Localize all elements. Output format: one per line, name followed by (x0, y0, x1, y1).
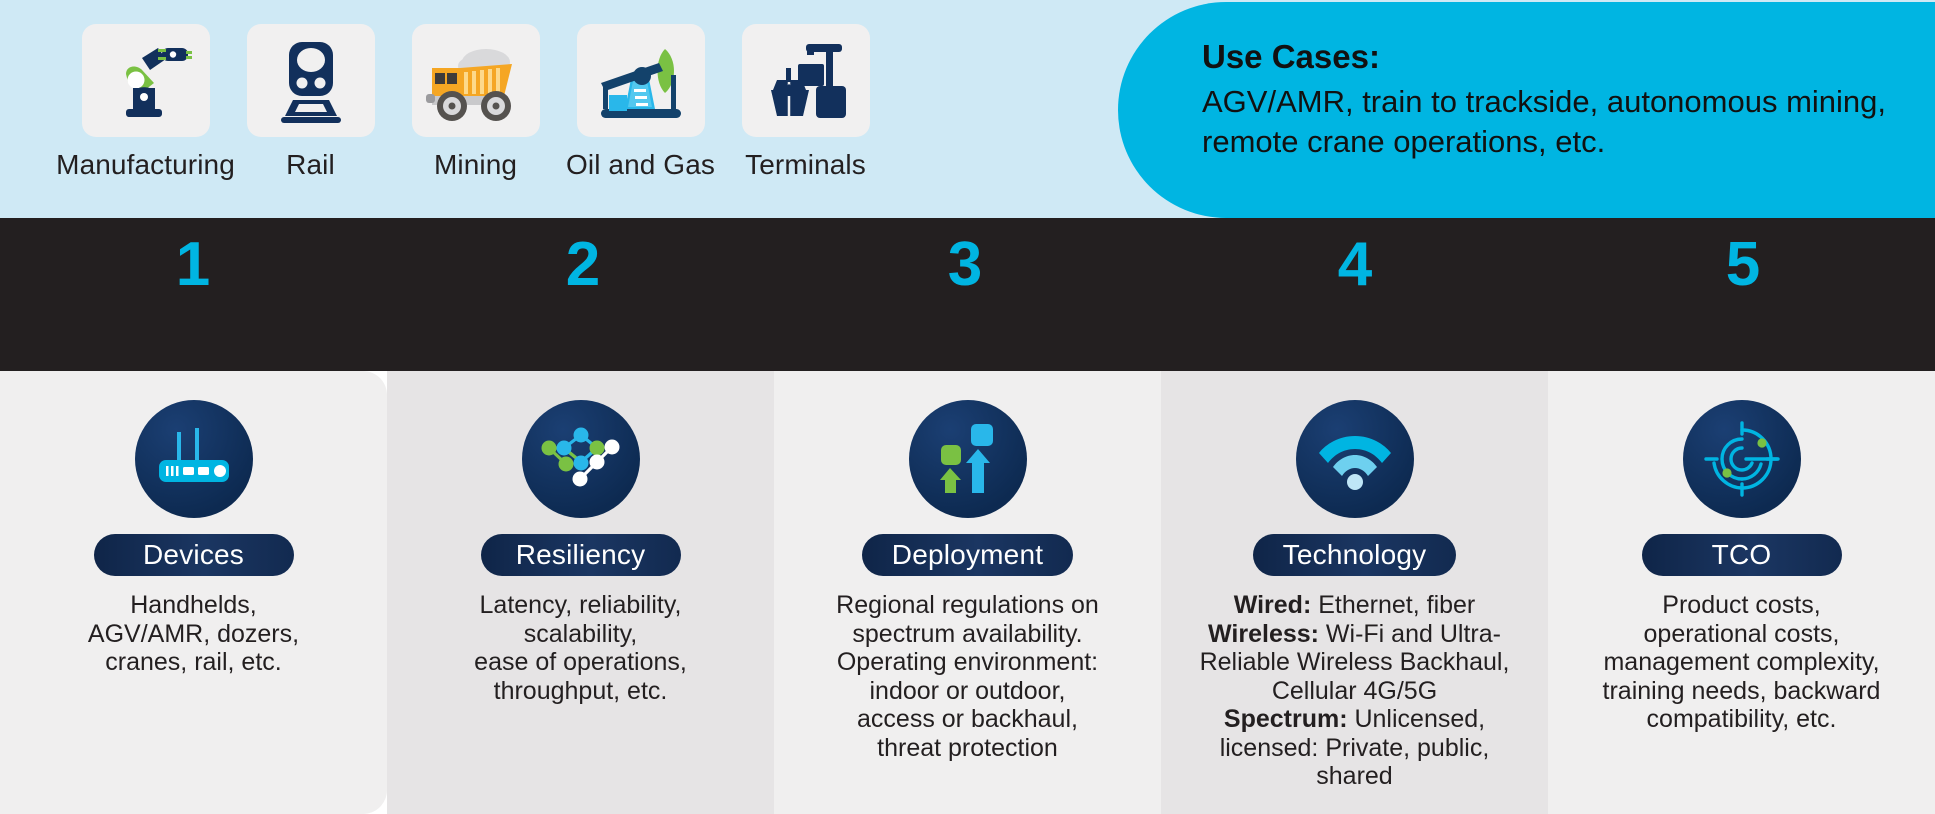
industry-icon-tile (246, 24, 375, 137)
card-title: Deployment (891, 539, 1044, 570)
step-number-band: 1 2 3 4 5 (0, 218, 1935, 371)
card-technology[interactable]: Technology Wired: Ethernet, fiber Wirele… (1161, 371, 1548, 814)
robot-arm-icon (125, 47, 192, 117)
card-title-pill: Resiliency (480, 534, 681, 576)
step-number-3: 3 (947, 230, 983, 299)
industry-icon-tile (741, 24, 870, 137)
desc-line: scalability, (523, 619, 638, 648)
desc-line: threat protection (877, 733, 1058, 762)
desc-text: Wi-Fi and Ultra-Reliable Wireless Backha… (1199, 619, 1510, 705)
industry-list: Manufacturing Rail (0, 0, 886, 218)
desc-line: Handhelds, (130, 591, 257, 619)
desc-line-wired: Wired: Ethernet, fiber (1190, 591, 1520, 620)
card-icon-circle (908, 400, 1027, 518)
desc-line-spectrum: Spectrum: Unlicensed, licensed: Private,… (1190, 705, 1520, 791)
card-description: Product costs, operational costs, manage… (1562, 591, 1922, 734)
desc-line: Operating environment: (836, 648, 1099, 676)
industry-item-oil-and-gas[interactable]: Oil and Gas (560, 0, 721, 181)
use-cases-panel: Use Cases: AGV/AMR, train to trackside, … (1118, 2, 1935, 218)
router-icon (158, 428, 229, 482)
industry-item-mining[interactable]: Mining (395, 0, 556, 181)
card-icon-circle (1295, 400, 1414, 518)
card-title: Technology (1282, 539, 1427, 570)
card-title-pill: Technology (1252, 534, 1457, 576)
card-description: Latency, reliability, scalability, ease … (416, 591, 746, 705)
step-number-1: 1 (175, 230, 211, 299)
desc-text: Unlicensed, licensed: Private, public, s… (1219, 705, 1490, 790)
card-title: TCO (1711, 539, 1772, 570)
port-crane-ship-icon (770, 43, 846, 118)
pillar-cards: Devices Handhelds, AGV/AMR, dozers, cran… (0, 371, 1935, 814)
train-icon (280, 41, 341, 123)
desc-text: Ethernet, fiber (1311, 591, 1476, 619)
card-icon-circle (521, 400, 640, 518)
industry-label: Mining (433, 149, 518, 180)
desc-line: operational costs, (1643, 619, 1840, 648)
desc-line: AGV/AMR, dozers, (87, 619, 300, 648)
oil-pumpjack-icon (600, 48, 681, 118)
industries-band: Manufacturing Rail (0, 0, 1935, 218)
step-number-2: 2 (565, 230, 601, 299)
dump-truck-icon (425, 48, 512, 121)
industry-label: Terminals (745, 149, 866, 180)
desc-line: indoor or outdoor, (869, 676, 1066, 705)
card-resiliency[interactable]: Resiliency Latency, reliability, scalabi… (387, 371, 774, 814)
desc-bold-label: Wireless: (1208, 619, 1319, 648)
industry-icon-tile (411, 24, 540, 137)
industry-label: Manufacturing (56, 149, 235, 180)
card-title-pill: TCO (1641, 534, 1842, 576)
use-cases-title: Use Cases: (1202, 38, 1380, 75)
card-title-pill: Deployment (861, 534, 1074, 576)
card-devices[interactable]: Devices Handhelds, AGV/AMR, dozers, cran… (0, 371, 387, 814)
industry-item-terminals[interactable]: Terminals (725, 0, 886, 181)
desc-line: management complexity, (1603, 648, 1880, 676)
card-description: Regional regulations on spectrum availab… (803, 591, 1133, 762)
step-number-5: 5 (1725, 230, 1761, 299)
desc-line: cranes, rail, etc. (105, 648, 282, 676)
card-description: Wired: Ethernet, fiber Wireless: Wi-Fi a… (1190, 591, 1520, 791)
desc-line: Product costs, (1662, 591, 1821, 619)
card-title: Resiliency (515, 539, 646, 570)
card-title-pill: Devices (93, 534, 294, 576)
desc-line: ease of operations, (474, 648, 687, 676)
industry-label: Oil and Gas (566, 149, 715, 180)
desc-line: throughput, etc. (493, 676, 668, 705)
desc-bold-label: Spectrum: (1223, 705, 1348, 733)
card-icon-circle (134, 400, 253, 518)
industry-icon-tile (81, 24, 210, 137)
desc-line: Latency, reliability, (479, 591, 682, 619)
desc-line: compatibility, etc. (1646, 705, 1837, 733)
industry-icon-tile (576, 24, 705, 137)
card-tco[interactable]: TCO Product costs, operational costs, ma… (1548, 371, 1935, 814)
wifi-icon (1318, 436, 1391, 490)
card-icon-circle (1682, 400, 1801, 518)
target-arcs-icon (1703, 421, 1780, 497)
industry-item-manufacturing[interactable]: Manufacturing (56, 0, 235, 181)
desc-line: access or backhaul, (857, 705, 1078, 733)
industry-label: Rail (286, 149, 335, 180)
desc-line-wireless: Wireless: Wi-Fi and Ultra-Reliable Wirel… (1190, 620, 1520, 706)
network-mesh-icon (541, 427, 619, 487)
desc-line: spectrum availability. (852, 619, 1083, 648)
card-title: Devices (143, 539, 244, 570)
industry-item-rail[interactable]: Rail (230, 0, 391, 181)
desc-line: Regional regulations on (836, 591, 1099, 619)
step-number-4: 4 (1337, 230, 1373, 299)
desc-line: training needs, backward (1602, 676, 1881, 705)
up-arrows-icon (939, 424, 993, 493)
desc-bold-label: Wired: (1233, 591, 1312, 619)
use-cases-body: AGV/AMR, train to trackside, autonomous … (1202, 83, 1887, 159)
card-deployment[interactable]: Deployment Regional regulations on spect… (774, 371, 1161, 814)
card-description: Handhelds, AGV/AMR, dozers, cranes, rail… (29, 591, 359, 677)
